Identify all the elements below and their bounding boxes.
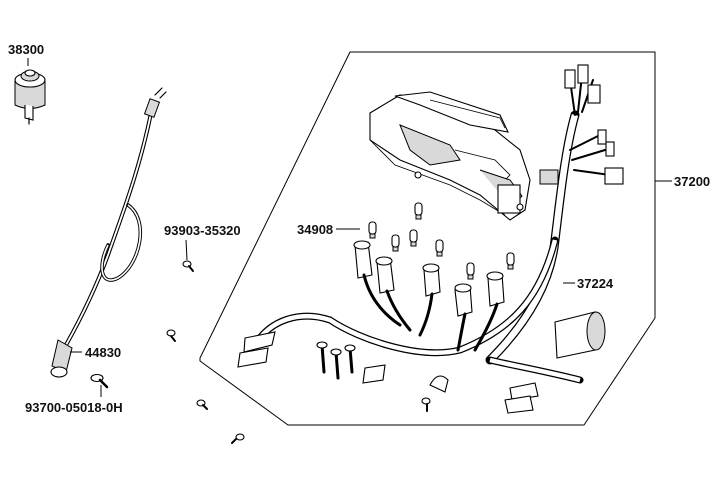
ignition-switch	[14, 69, 46, 125]
screw-small-2	[196, 399, 208, 410]
screw-93700	[90, 373, 109, 389]
socket-2	[375, 256, 412, 332]
bulb-6	[466, 262, 475, 280]
bulb-4	[409, 229, 418, 247]
bulb-3	[414, 202, 423, 220]
label-34908: 34908	[297, 222, 333, 237]
socket-3	[418, 263, 441, 337]
label-93903-35320: 93903-35320	[164, 223, 241, 238]
bulb-sockets	[353, 202, 515, 352]
screw-small-1	[166, 329, 176, 342]
label-93700-05018-0H: 93700-05018-0H	[25, 400, 123, 415]
label-38300: 38300	[8, 42, 44, 57]
leader-lines	[27, 58, 672, 397]
screw-small-3	[231, 433, 245, 444]
wire-harness	[237, 64, 624, 414]
screw-93903	[182, 260, 194, 272]
bolt-cluster	[316, 341, 386, 384]
label-37224: 37224	[577, 276, 614, 291]
bulb-1	[368, 221, 377, 239]
screw-small-4	[421, 397, 431, 412]
meter-housing	[369, 91, 531, 221]
bulb-7	[506, 252, 515, 270]
bulb-5	[435, 239, 444, 257]
socket-5	[473, 271, 505, 352]
socket-4	[454, 283, 473, 352]
bulb-2	[391, 234, 400, 252]
socket-1	[353, 240, 402, 327]
label-37200: 37200	[674, 174, 710, 189]
assembly-outline	[199, 51, 656, 426]
label-44830: 44830	[85, 345, 121, 360]
speedometer-cable	[50, 87, 167, 378]
